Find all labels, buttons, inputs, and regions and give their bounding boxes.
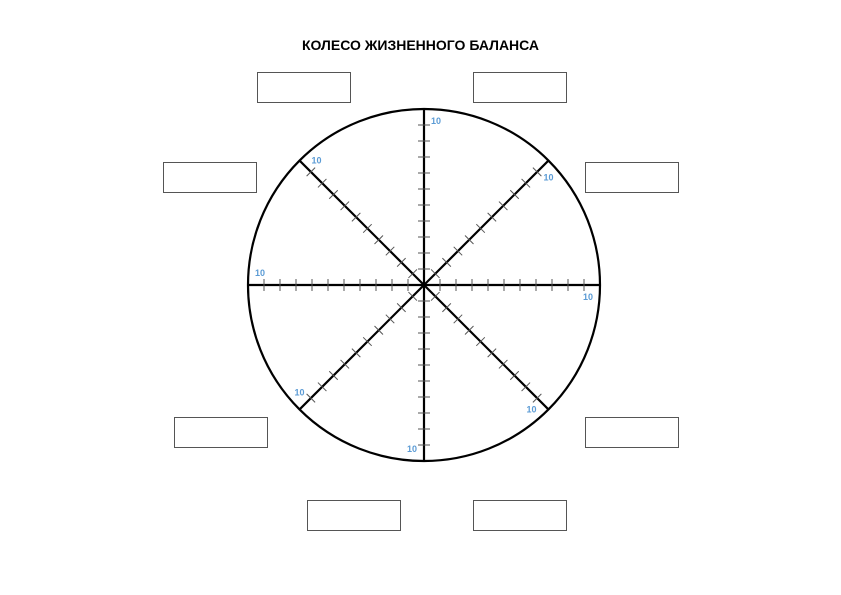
spoke-2-tick-10 bbox=[532, 167, 542, 177]
spoke-6-tick-5 bbox=[362, 336, 373, 347]
spoke-8-tick-6 bbox=[351, 212, 361, 222]
spoke-6-scale-label: 10 bbox=[295, 387, 305, 397]
spoke-4-tick-4 bbox=[464, 325, 474, 335]
spoke-2-tick-2 bbox=[442, 257, 452, 267]
spoke-6-tick-7 bbox=[340, 359, 350, 369]
spoke-6-tick-2 bbox=[396, 303, 406, 313]
spoke-2-tick-6 bbox=[487, 212, 497, 222]
spoke-4-tick-7 bbox=[498, 359, 508, 369]
category-box-lower-right[interactable] bbox=[585, 417, 679, 448]
spoke-8-tick-4 bbox=[374, 235, 384, 245]
spoke-6-tick-3 bbox=[385, 314, 395, 324]
spoke-2-tick-7 bbox=[498, 201, 508, 211]
spoke-5-scale-label: 10 bbox=[407, 444, 417, 454]
category-box-upper-right[interactable] bbox=[585, 162, 679, 193]
spoke-2-tick-3 bbox=[453, 246, 463, 256]
spoke-6-tick-8 bbox=[328, 370, 339, 381]
spoke-2-tick-4 bbox=[464, 235, 474, 245]
spoke-4-tick-1 bbox=[430, 291, 440, 301]
spoke-6-tick-1 bbox=[408, 291, 418, 301]
category-box-bottom-left[interactable] bbox=[307, 500, 401, 531]
spoke-7-scale-label: 10 bbox=[255, 268, 265, 278]
spoke-8-scale-label: 10 bbox=[312, 156, 322, 166]
spoke-2-scale-label: 10 bbox=[543, 173, 553, 183]
spoke-3-scale-label: 10 bbox=[583, 292, 593, 302]
spoke-8-tick-2 bbox=[396, 257, 406, 267]
spoke-6-tick-9 bbox=[317, 382, 327, 392]
category-box-top-left[interactable] bbox=[257, 72, 351, 103]
spoke-2-tick-1 bbox=[430, 269, 440, 279]
spoke-8-tick-8 bbox=[328, 189, 339, 200]
wheel-spoke-6 bbox=[298, 284, 425, 411]
spoke-6-tick-10 bbox=[306, 393, 316, 403]
spoke-8-tick-7 bbox=[340, 201, 350, 211]
page-title: КОЛЕСО ЖИЗНЕННОГО БАЛАНСА bbox=[301, 37, 540, 53]
spoke-4-tick-2 bbox=[442, 303, 452, 313]
spoke-6-tick-4 bbox=[374, 325, 384, 335]
category-box-bottom-right[interactable] bbox=[473, 500, 567, 531]
category-box-upper-left[interactable] bbox=[163, 162, 257, 193]
spoke-6-tick-6 bbox=[351, 348, 361, 358]
spoke-4-tick-9 bbox=[521, 382, 531, 392]
spoke-8-tick-10 bbox=[306, 167, 316, 177]
spoke-1-scale-label: 10 bbox=[431, 116, 441, 126]
spoke-8-tick-1 bbox=[408, 269, 418, 279]
spoke-4-tick-10 bbox=[532, 393, 542, 403]
spoke-2-tick-5 bbox=[475, 223, 486, 234]
wheel-spoke-8 bbox=[298, 159, 425, 286]
spoke-4-scale-label: 10 bbox=[526, 404, 536, 414]
spoke-2-tick-9 bbox=[521, 178, 531, 188]
spoke-8-tick-9 bbox=[317, 178, 327, 188]
spoke-2-tick-8 bbox=[509, 189, 520, 200]
wheel-spoke-4 bbox=[423, 284, 550, 411]
spoke-4-tick-6 bbox=[487, 348, 497, 358]
spoke-4-tick-8 bbox=[509, 370, 520, 381]
category-box-lower-left[interactable] bbox=[174, 417, 268, 448]
spoke-8-tick-3 bbox=[385, 246, 395, 256]
spoke-4-tick-3 bbox=[453, 314, 463, 324]
spoke-4-tick-5 bbox=[475, 336, 486, 347]
category-box-top-right[interactable] bbox=[473, 72, 567, 103]
wheel-spoke-2 bbox=[423, 159, 550, 286]
spoke-8-tick-5 bbox=[362, 223, 373, 234]
